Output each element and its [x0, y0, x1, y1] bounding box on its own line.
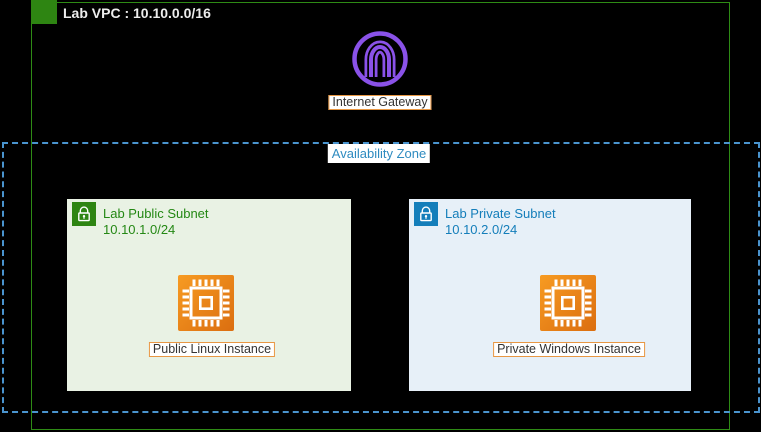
public-subnet-container[interactable]: Lab Public Subnet 10.10.1.0/24 Public Li… [67, 199, 351, 391]
vpc-container[interactable] [31, 2, 730, 430]
availability-zone-container[interactable] [2, 142, 760, 413]
public-instance-label[interactable]: Public Linux Instance [148, 342, 276, 357]
public-subnet-cidr: 10.10.1.0/24 [103, 222, 176, 237]
vpc-group-icon[interactable] [31, 0, 57, 24]
public-subnet-name: Lab Public Subnet [103, 206, 209, 221]
private-instance-ec2-icon[interactable] [540, 275, 596, 331]
private-instance-label[interactable]: Private Windows Instance [493, 342, 645, 357]
internet-gateway-label[interactable]: Internet Gateway [328, 95, 432, 110]
public-subnet-title: Lab Public Subnet 10.10.1.0/24 [103, 206, 209, 238]
public-instance-ec2-icon[interactable] [178, 275, 234, 331]
private-subnet-lock-icon [414, 202, 438, 226]
private-subnet-name: Lab Private Subnet [445, 206, 556, 221]
internet-gateway-icon[interactable] [350, 29, 410, 89]
vpc-label: Lab VPC : 10.10.0.0/16 [63, 5, 211, 21]
private-subnet-title: Lab Private Subnet 10.10.2.0/24 [445, 206, 556, 238]
private-subnet-container[interactable]: Lab Private Subnet 10.10.2.0/24 Private … [409, 199, 691, 391]
availability-zone-label[interactable]: Availability Zone [327, 144, 431, 163]
public-subnet-lock-icon [72, 202, 96, 226]
private-subnet-cidr: 10.10.2.0/24 [445, 222, 518, 237]
